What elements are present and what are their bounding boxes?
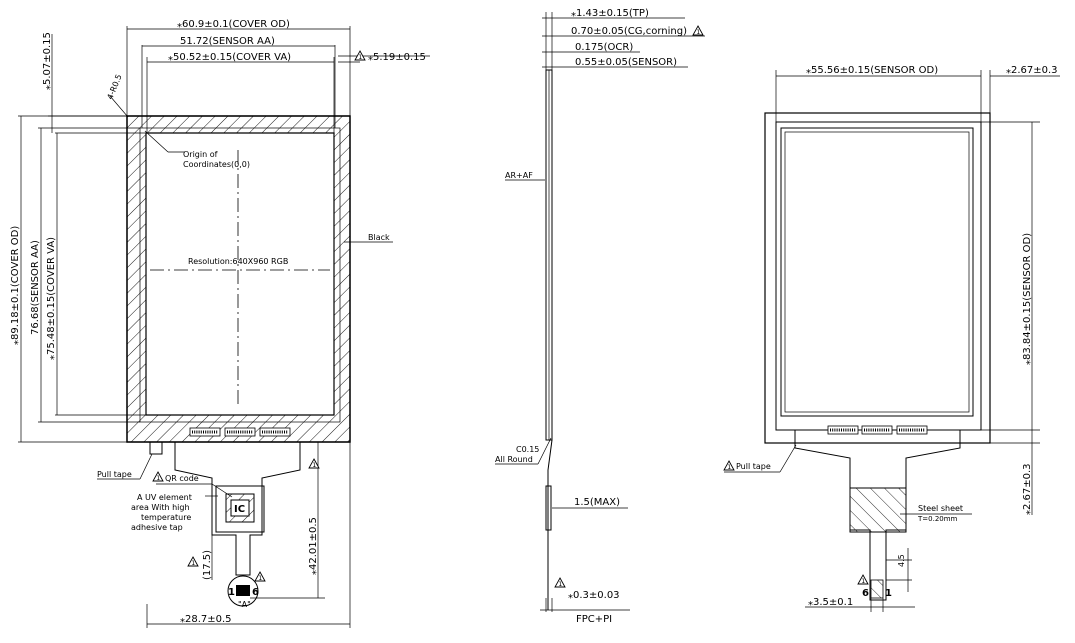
corner-radius-dim: 4-R0.5 [106, 73, 124, 101]
uv-note-line4: adhesive tap [131, 523, 183, 532]
tail-contact [236, 585, 250, 596]
pull-tape-tab [149, 441, 163, 455]
sensor-od-height-dim: ⁎83.84±0.15(SENSOR OD) [1022, 233, 1033, 365]
side-dimensions [542, 12, 705, 70]
sensor-aa-width-dim: 51.72(SENSOR AA) [180, 36, 275, 47]
sensor-aa-height-dim: 76.68(SENSOR AA) [30, 240, 41, 335]
warning-triangle-icon [152, 471, 164, 483]
cg-thickness-dim: 0.70±0.05(CG,corning) [571, 26, 687, 37]
tail-length-dim: ⁎42.01±0.5 [308, 517, 319, 575]
cover-va-height-dim: ⁎75.48±0.15(COVER VA) [46, 237, 57, 360]
fpc-thickness-dim: ⁎0.3±0.03 [568, 590, 620, 601]
sensor-inner-back [784, 131, 970, 413]
chamfer-line2: All Round [495, 455, 533, 464]
back-contact [870, 579, 884, 599]
back-view: 6 1 ⁎55.56±0.15(SENSOR OD) ⁎2.67±0.3 ⁎83… [723, 65, 1060, 612]
stiffener-side [545, 485, 552, 531]
coating-label: AR+AF [505, 171, 533, 180]
uv-note-line1: A UV element [137, 493, 192, 502]
viewing-area [145, 132, 335, 416]
ocr-thickness-dim: 0.175(OCR) [575, 42, 633, 53]
sensor-od-width-dim: ⁎55.56±0.15(SENSOR OD) [806, 65, 938, 76]
tail-offset-dim: (17.5) [202, 550, 213, 580]
pin-1-label: 1 [228, 587, 235, 598]
margin-top-dim: ⁎5.07±0.15 [42, 32, 53, 90]
black-label: Black [368, 233, 390, 242]
fpc-material-label: FPC+PI [576, 614, 612, 625]
warning-triangle-icon [692, 25, 704, 37]
overall-width-dim: ⁎28.7±0.5 [180, 614, 232, 625]
connector-pads [189, 427, 291, 437]
pull-tape-label: Pull tape [97, 470, 132, 479]
warning-triangle-icon [857, 574, 869, 586]
back-pin-1-label: 1 [885, 588, 892, 599]
cover-va-width-dim: ⁎50.52±0.15(COVER VA) [168, 52, 291, 63]
origin-note-line2: Coordinates(0,0) [183, 160, 250, 169]
cover-outline [126, 115, 351, 443]
uv-note-line2: area With high [131, 503, 190, 512]
steel-thickness-label: T=0.20mm [917, 515, 958, 523]
back-pin-6-label: 6 [862, 588, 869, 599]
sensor-thickness-dim: 0.55±0.05(SENSOR) [575, 57, 677, 68]
origin-note-line1: Origin of [183, 150, 218, 159]
left-dimensions [18, 34, 146, 443]
back-pull-tape-label: Pull tape [736, 462, 771, 471]
cover-outline-back [764, 112, 991, 444]
front-view: IC 1 6 "A" ⁎60.9±0.1(COVER OD) 51.72(SEN… [10, 19, 430, 628]
resolution-label: Resolution:640X960 RGB [188, 257, 288, 266]
sensor-active-area [139, 127, 341, 423]
chamfer-line1: C0.15 [516, 445, 539, 454]
margin-bottom-right-dim: ⁎2.67±0.3 [1022, 463, 1033, 515]
back-connector-pads [827, 425, 928, 435]
margin-top-right-dim: ⁎2.67±0.3 [1006, 65, 1058, 76]
uv-element-area [215, 485, 265, 533]
warning-triangle-icon [308, 458, 320, 470]
cover-od-width-dim: ⁎60.9±0.1(COVER OD) [177, 19, 290, 30]
detail-a-circle [227, 575, 259, 607]
qr-code-label: QR code [165, 474, 199, 483]
side-view: ⁎1.43±0.15(TP) 0.70±0.05(CG,corning) 0.1… [495, 8, 705, 625]
tp-thickness-dim: ⁎1.43±0.15(TP) [571, 8, 649, 19]
tail-dim-label: 4.5 [897, 554, 906, 567]
uv-note-line3: temperature [141, 513, 191, 522]
fpc-side [547, 439, 553, 610]
back-dimensions [775, 70, 1060, 515]
margin-right-dim: ⁎5.19±0.15 [368, 52, 426, 63]
fpc-tail [174, 442, 301, 576]
steel-sheet-area [849, 487, 907, 533]
ic-label: IC [234, 504, 245, 515]
cover-od-height-dim: ⁎89.18±0.1(COVER OD) [10, 226, 21, 345]
max-thickness-dim: 1.5(MAX) [574, 497, 620, 508]
pin-6-label: 6 [252, 587, 259, 598]
sensor-outline [775, 121, 982, 431]
warning-triangle-icon [723, 460, 735, 472]
warning-triangle-icon [187, 556, 199, 568]
detail-a-label: "A" [238, 600, 251, 609]
tail-width-dim: ⁎3.5±0.1 [808, 597, 853, 608]
warning-triangle-icon [554, 577, 566, 589]
warning-triangle-icon [254, 571, 266, 583]
fpc-tail-back [794, 430, 961, 601]
top-dimensions [126, 26, 430, 133]
steel-sheet-label: Steel sheet [918, 504, 963, 513]
sensor-active-back [780, 127, 974, 417]
